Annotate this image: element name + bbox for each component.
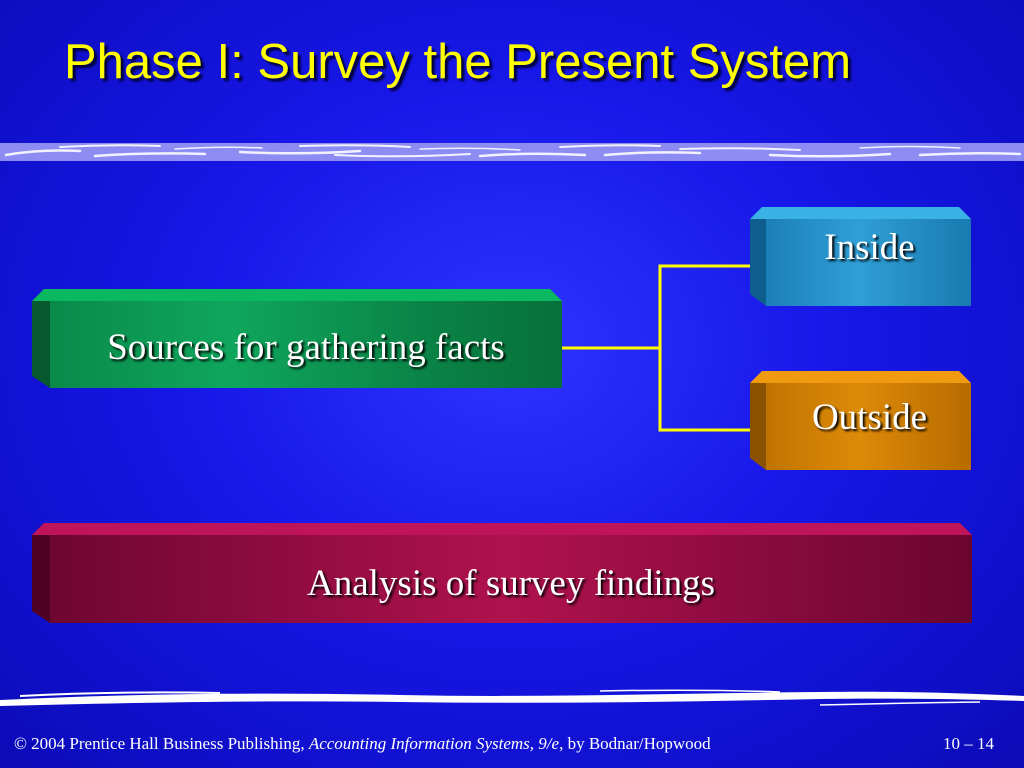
bottom-brush-stripe: [0, 689, 1024, 706]
footer-book-title: Accounting Information Systems, 9/e: [308, 734, 560, 753]
top-brush-stripe: [0, 143, 1024, 161]
source-box: Sources for gathering facts: [32, 289, 562, 388]
slide-title: Phase I: Survey the Present System: [64, 35, 852, 89]
analysis-box-shape: [32, 523, 972, 623]
outside-box-shape: [750, 371, 971, 470]
footer-copyright: © 2004 Prentice Hall Business Publishing…: [14, 734, 309, 753]
analysis-label: Analysis of survey findings: [307, 562, 715, 604]
footer-authors: , by Bodnar/Hopwood: [559, 734, 711, 753]
inside-label: Inside: [824, 227, 915, 268]
inside-box-shape: [750, 207, 971, 306]
outside-box: Outside: [750, 371, 971, 470]
footer-credit: © 2004 Prentice Hall Business Publishing…: [14, 734, 711, 754]
source-label: Sources for gathering facts: [107, 327, 505, 368]
source-box-shape: [32, 289, 562, 388]
outside-label: Outside: [811, 397, 928, 438]
inside-box: Inside: [750, 207, 971, 306]
analysis-box: Analysis of survey findings: [32, 523, 972, 623]
footer: © 2004 Prentice Hall Business Publishing…: [14, 734, 994, 754]
footer-page-number: 10 – 14: [943, 734, 994, 753]
